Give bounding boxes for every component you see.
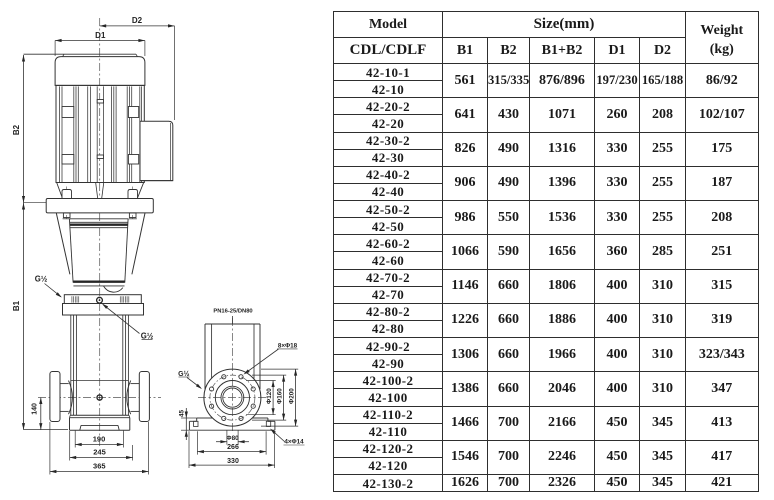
svg-text:365: 365	[93, 461, 106, 470]
svg-text:8×Φ18: 8×Φ18	[278, 342, 298, 349]
svg-text:45: 45	[178, 410, 185, 418]
svg-text:4×Φ14: 4×Φ14	[284, 439, 304, 446]
svg-text:G½: G½	[35, 275, 48, 284]
svg-text:Φ200: Φ200	[288, 388, 295, 404]
svg-text:245: 245	[93, 447, 106, 456]
svg-text:Φ160: Φ160	[276, 388, 283, 404]
svg-text:PN16-25/DN80: PN16-25/DN80	[213, 309, 252, 315]
svg-text:Φ120: Φ120	[266, 388, 273, 404]
svg-text:B2: B2	[12, 124, 21, 135]
svg-text:140: 140	[32, 403, 39, 415]
svg-text:B1: B1	[12, 300, 21, 311]
svg-text:Φ80: Φ80	[226, 435, 239, 442]
svg-text:D1: D1	[95, 31, 106, 40]
svg-text:D2: D2	[132, 16, 143, 25]
svg-text:G½: G½	[178, 370, 189, 378]
svg-text:266: 266	[227, 444, 239, 451]
svg-text:330: 330	[227, 458, 239, 465]
svg-text:190: 190	[93, 434, 106, 443]
svg-text:G½: G½	[141, 331, 154, 340]
